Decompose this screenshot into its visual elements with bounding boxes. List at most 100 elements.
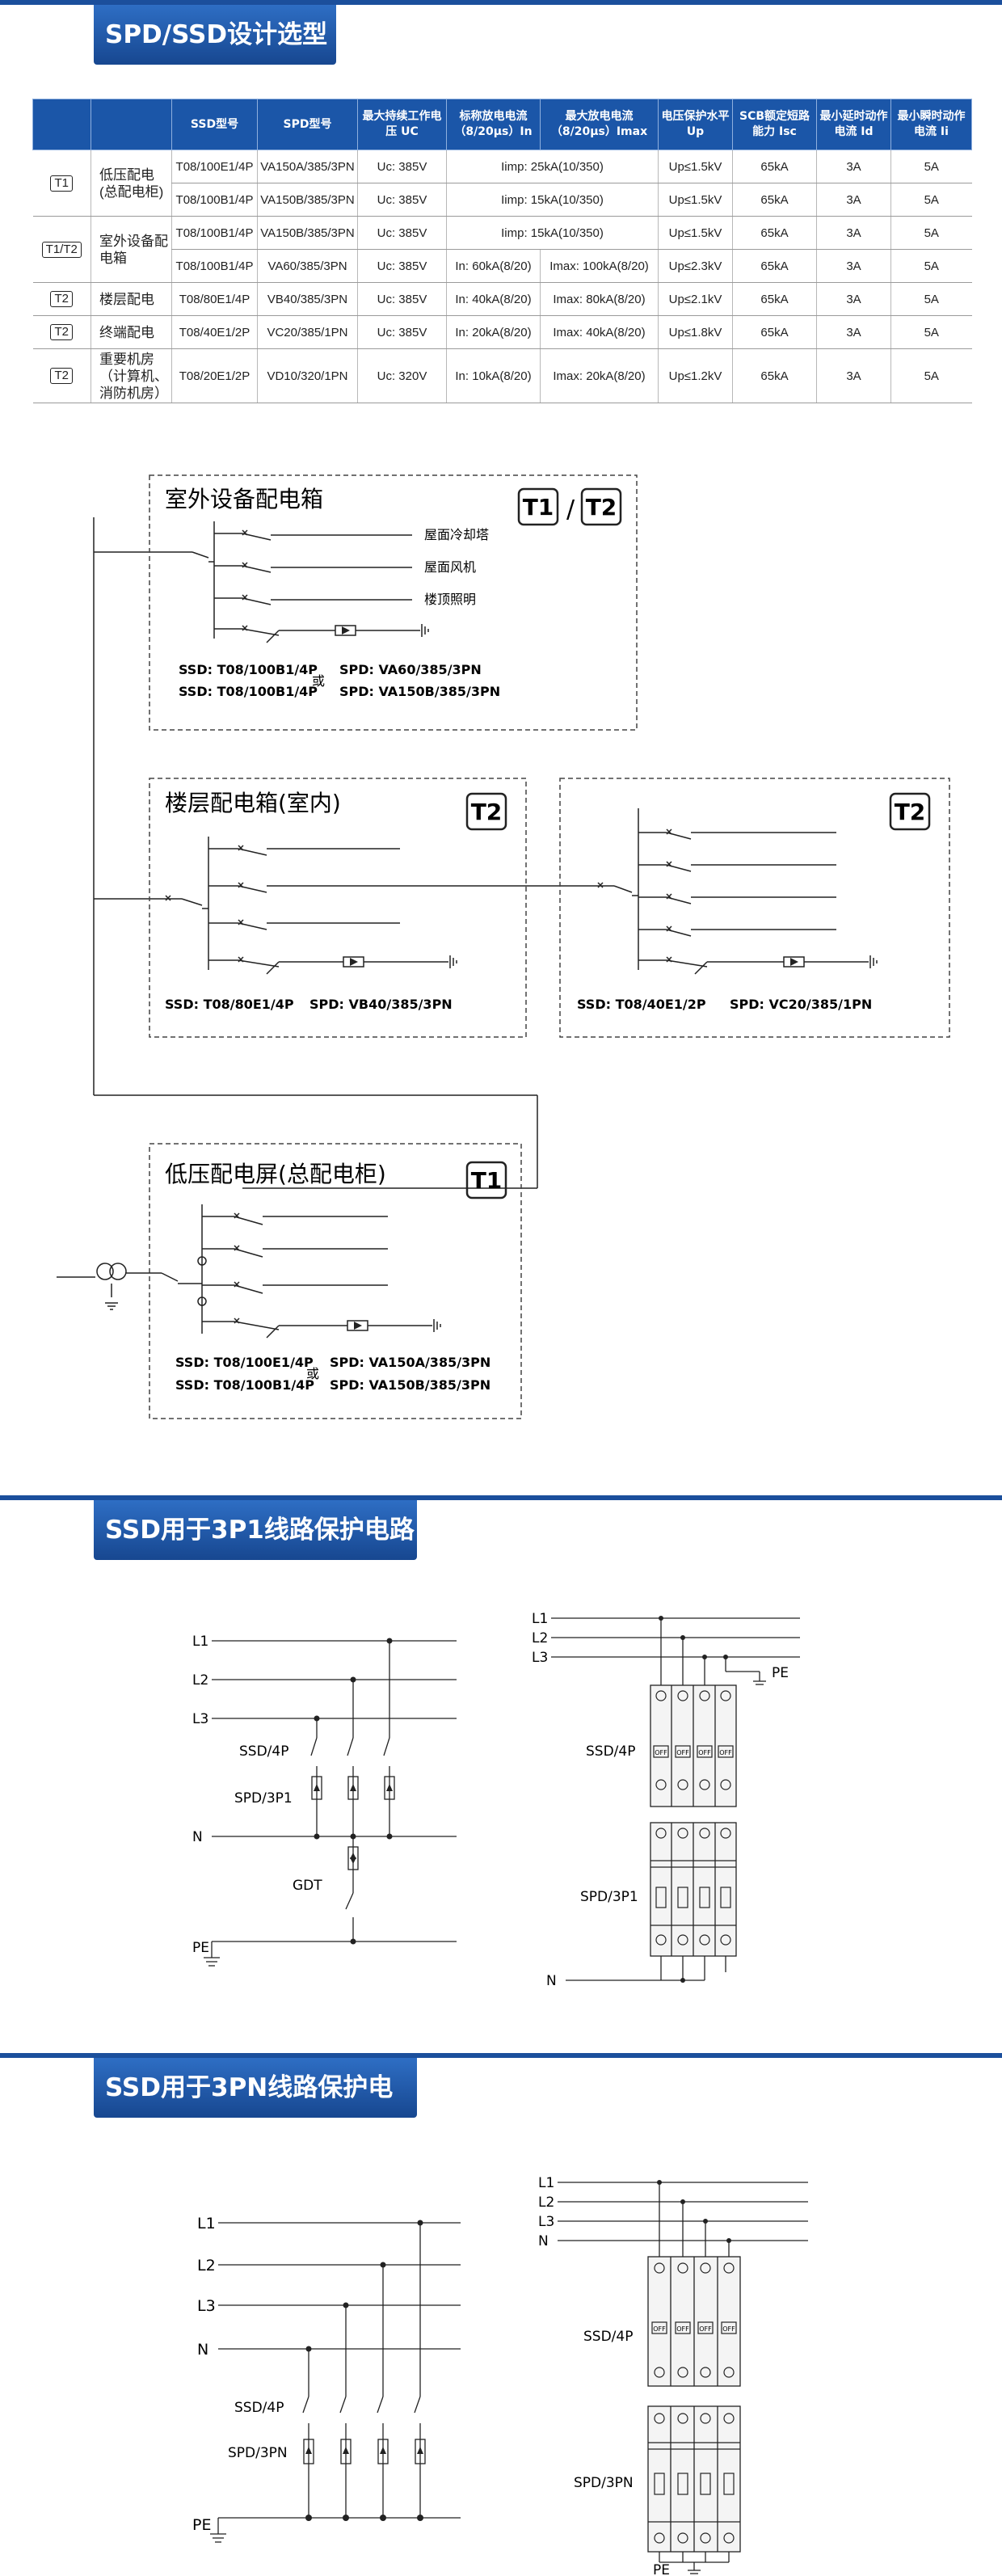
main-spd1: SPD: VA150A/385/3PN [330, 1355, 490, 1370]
name-cell: 重要机房（计算机、消防机房） [91, 348, 172, 403]
isc-cell: 65kA [732, 183, 817, 217]
section-title-3p1: SSD用于3P1线路保护电路图 [94, 1500, 417, 1604]
imax-cell: Imax: 100kA(8/20) [540, 249, 659, 283]
ii-cell: 5A [890, 282, 972, 316]
table-row: T2 终端配电 T08/40E1/2P VC20/385/1PN Uc: 385… [32, 315, 972, 349]
id-cell: 3A [816, 216, 891, 250]
id-cell: 3A [816, 348, 891, 403]
isc-cell: 65kA [732, 315, 817, 349]
in-cell: In: 20kA(8/20) [446, 315, 541, 349]
ssd-label: SSD/4P [583, 2329, 633, 2345]
table-row: T1 低压配电(总配电柜) T08/100E1/4P VA150A/385/3P… [32, 150, 972, 217]
table-row: T08/100B1/4P VA150B/385/3PN Uc: 385V Iim… [33, 183, 972, 217]
off-label: OFF [676, 2325, 689, 2333]
ssd-cell: T08/100B1/4P [171, 183, 258, 217]
uc-cell: Uc: 385V [357, 216, 447, 250]
level-cell: T2 [32, 315, 91, 349]
line-label: L3 [192, 1711, 208, 1727]
level-badge: T1/T2 [41, 241, 82, 258]
ssd-cell: T08/100B1/4P [171, 249, 258, 283]
line-label: N [197, 2341, 208, 2359]
in-cell: In: 40kA(8/20) [446, 282, 541, 316]
section-title-design: SPD/SSD设计选型 [94, 5, 336, 65]
outdoor-or: 或 [312, 673, 325, 689]
ssd-cell: T08/100E1/4P [171, 150, 258, 183]
table-header [32, 99, 91, 150]
outdoor-title: 室外设备配电箱 [165, 486, 323, 512]
ii-cell: 5A [890, 315, 972, 349]
isc-cell: 65kA [732, 249, 817, 283]
up-cell: Up≤1.5kV [658, 150, 733, 183]
line-label: L1 [197, 2215, 216, 2232]
table-header: 最小延时动作电流 Id [816, 99, 891, 150]
load-label: 楼顶照明 [424, 592, 476, 607]
ii-cell: 5A [890, 183, 972, 217]
ssd-cell: T08/40E1/2P [171, 315, 258, 349]
pe-label: PE [653, 2562, 670, 2576]
outdoor-ssd1: SSD: T08/100B1/4P [179, 662, 318, 677]
level-cell: T2 [32, 282, 91, 316]
table-row: T1/T2 室外设备配电箱 T08/100B1/4P VA150B/385/3P… [32, 216, 972, 283]
outdoor-tag-t1: T1 [523, 494, 554, 521]
up-cell: Up≤1.5kV [658, 183, 733, 217]
main-title: 低压配电屏(总配电柜) [165, 1161, 386, 1187]
outdoor-spd2: SPD: VA150B/385/3PN [339, 684, 500, 699]
imax-cell: Imax: 20kA(8/20) [540, 348, 659, 403]
line-label: L2 [532, 1630, 548, 1646]
terminal-ssd: SSD: T08/40E1/2P [577, 997, 706, 1012]
right-3p1-device: OFF OFF OFF OFF L1 L2 L3 PE SSD/4P SPD/3… [532, 1611, 800, 1989]
level-badge: T2 [50, 291, 73, 307]
spd-cell: VB40/385/3PN [257, 282, 358, 316]
in-cell: In: 10kA(8/20) [446, 348, 541, 403]
off-label: OFF [653, 2325, 666, 2333]
level-cell: T1 [32, 150, 91, 217]
section-title-3pn: SSD用于3PN线路保护电路图 [94, 2058, 417, 2162]
section-divider [0, 1495, 1002, 1500]
name-cell: 终端配电 [91, 315, 172, 349]
ssd-cell: T08/80E1/4P [171, 282, 258, 316]
off-label: OFF [719, 1749, 732, 1756]
pe-label: PE [192, 2516, 211, 2534]
floor-spd: SPD: VB40/385/3PN [309, 997, 453, 1012]
spd-cell: VC20/385/1PN [257, 315, 358, 349]
outdoor-spd1: SPD: VA60/385/3PN [339, 662, 482, 677]
load-label: 屋面冷却塔 [424, 527, 489, 542]
uc-cell: Uc: 320V [357, 348, 447, 403]
load-label: 屋面风机 [424, 559, 476, 575]
ii-cell: 5A [890, 216, 972, 250]
off-label: OFF [655, 1749, 667, 1756]
name-cell: 低压配电(总配电柜) [91, 150, 172, 217]
isc-cell: 65kA [732, 150, 817, 183]
name-cell: 楼层配电 [91, 282, 172, 316]
off-label: OFF [676, 1749, 689, 1756]
level-cell: T2 [32, 348, 91, 403]
distribution-diagram: 室外设备配电箱 T1 / T2 屋面冷却塔 屋面风机 楼顶照明 SS [57, 474, 950, 1419]
spd-label: SPD/3PN [228, 2445, 288, 2461]
main-tag: T1 [471, 1167, 503, 1194]
line-label: L3 [197, 2297, 216, 2315]
spd-label: SPD/3P1 [580, 1889, 638, 1905]
section-divider [0, 2053, 1002, 2058]
uc-cell: Uc: 385V [357, 282, 447, 316]
uc-cell: Uc: 385V [357, 315, 447, 349]
main-ssd1: SSD: T08/100E1/4P [175, 1355, 314, 1370]
floor-tag: T2 [471, 799, 503, 825]
line-label: N [538, 2233, 549, 2249]
iimp-cell: Iimp: 25kA(10/350) [446, 150, 659, 183]
outdoor-tag-t2: T2 [586, 494, 617, 521]
main-box: 低压配电屏(总配电柜) T1 SSD: T08/100E1/4P SSD: T0… [57, 1143, 522, 1419]
id-cell: 3A [816, 183, 891, 217]
level-badge: T1 [50, 175, 73, 192]
terminal-tag: T2 [895, 799, 926, 825]
gdt-label: GDT [293, 1878, 322, 1894]
terminal-box: T2 SSD: T08/40E1/2P SPD: VC20/385/1PN [559, 778, 950, 1038]
table-row: T2 楼层配电 T08/80E1/4P VB40/385/3PN Uc: 385… [32, 282, 972, 316]
isc-cell: 65kA [732, 216, 817, 250]
line-label: L1 [532, 1611, 548, 1627]
line-label: L3 [538, 2214, 554, 2230]
spd-cell: VA60/385/3PN [257, 249, 358, 283]
up-cell: Up≤1.8kV [658, 315, 733, 349]
iimp-cell: Iimp: 15kA(10/350) [446, 216, 659, 250]
n-label: N [546, 1973, 557, 1989]
id-cell: 3A [816, 249, 891, 283]
